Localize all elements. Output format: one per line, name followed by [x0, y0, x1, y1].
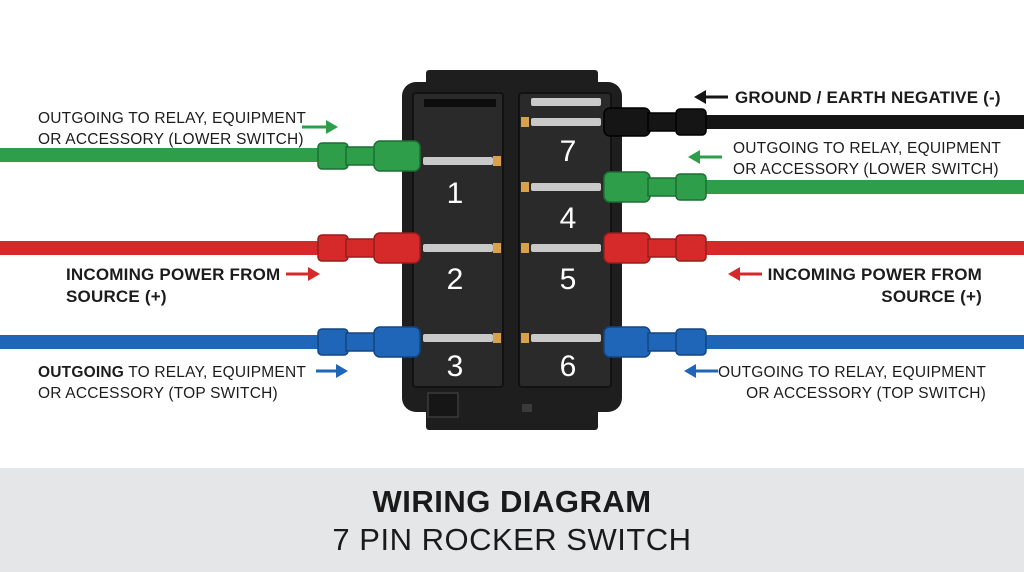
label-line: SOURCE (+)	[881, 287, 982, 306]
blue-wire-right	[603, 326, 1024, 358]
arrow-left-green-icon	[688, 150, 722, 164]
arrow-right-green-icon	[302, 120, 338, 134]
label-line: INCOMING POWER FROM	[66, 265, 281, 284]
terminal-pin-5	[521, 243, 601, 253]
label-right-ground: GROUND / EARTH NEGATIVE (-)	[735, 88, 1001, 107]
arrow-left-red-icon	[728, 267, 762, 281]
terminal-pin-6	[521, 333, 601, 343]
arrow-left-black-icon	[694, 90, 728, 104]
label-left-top-switch-outgoing: OUTGOING TO RELAY, EQUIPMENT OR ACCESSOR…	[38, 362, 306, 404]
footer-banner: WIRING DIAGRAM 7 PIN ROCKER SWITCH	[0, 468, 1024, 572]
label-bold-word: OUTGOING	[38, 364, 124, 381]
red-wire-right	[603, 232, 1024, 264]
label-line: OUTGOING TO RELAY, EQUIPMENT	[717, 364, 986, 381]
diagram-subtitle: 7 PIN ROCKER SWITCH	[332, 522, 692, 557]
red-wire-left	[0, 232, 421, 264]
terminal-pin-2	[423, 243, 501, 253]
terminal-pin-4	[521, 182, 601, 192]
arrow-right-blue-icon	[316, 364, 348, 378]
pin-number-5: 5	[560, 263, 577, 296]
label-line: OUTGOING TO RELAY, EQUIPMENT	[38, 110, 307, 127]
green-wire-right	[603, 171, 1024, 203]
pin-number-2: 2	[447, 263, 464, 296]
blue-wire-left	[0, 326, 421, 358]
terminal-pin-7	[521, 117, 601, 127]
green-wire-left	[0, 140, 421, 172]
label-right-top-switch-outgoing: OUTGOING TO RELAY, EQUIPMENT OR ACCESSOR…	[718, 362, 986, 404]
arrow-left-blue-icon	[684, 364, 718, 378]
label-left-incoming-power: INCOMING POWER FROM SOURCE (+)	[66, 264, 280, 308]
label-rest: TO RELAY, EQUIPMENT	[124, 364, 307, 381]
terminal-pin-1	[423, 156, 501, 166]
label-right-lower-switch-outgoing: OUTGOING TO RELAY, EQUIPMENT OR ACCESSOR…	[733, 138, 1001, 180]
label-line: OUTGOING TO RELAY, EQUIPMENT	[733, 140, 1002, 157]
pin-number-3: 3	[447, 350, 464, 383]
pin-number-7: 7	[560, 135, 577, 168]
arrow-right-red-icon	[286, 267, 320, 281]
label-right-incoming-power: INCOMING POWER FROM SOURCE (+)	[768, 264, 982, 308]
label-line: SOURCE (+)	[66, 287, 167, 306]
label-line: OR ACCESSORY (TOP SWITCH)	[38, 385, 278, 402]
pin-number-1: 1	[447, 177, 464, 210]
label-line: OUTGOING TO RELAY, EQUIPMENT	[38, 362, 306, 383]
terminal-pin-3	[423, 333, 501, 343]
diagram-title: WIRING DIAGRAM	[372, 484, 652, 519]
label-line: OR ACCESSORY (LOWER SWITCH)	[733, 161, 999, 178]
label-line: OR ACCESSORY (TOP SWITCH)	[746, 385, 986, 402]
pin-number-6: 6	[560, 350, 577, 383]
wiring-diagram-canvas: 1 2 3 7 4 5 6	[0, 70, 1024, 430]
terminal-top-right	[531, 98, 601, 106]
pin-number-4: 4	[560, 202, 577, 235]
label-line: OR ACCESSORY (LOWER SWITCH)	[38, 131, 304, 148]
black-wire-right	[603, 107, 1024, 137]
label-left-lower-switch-outgoing: OUTGOING TO RELAY, EQUIPMENT OR ACCESSOR…	[38, 108, 306, 150]
label-line: INCOMING POWER FROM	[767, 265, 982, 284]
